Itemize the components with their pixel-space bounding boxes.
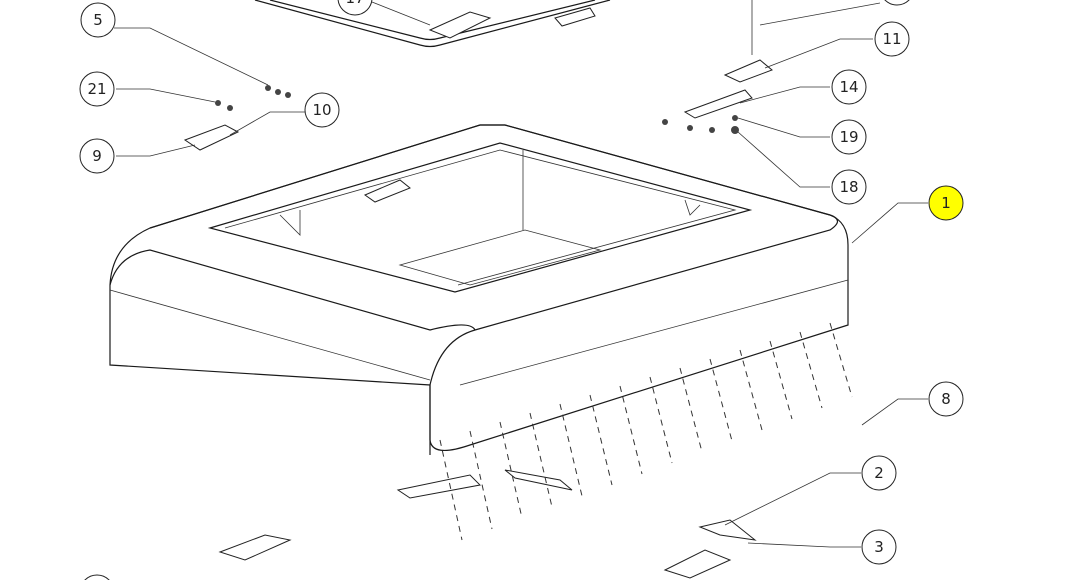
svg-text:17: 17 <box>345 0 364 7</box>
balloon-17: 17 <box>337 0 373 16</box>
fastener-line <box>769 340 793 420</box>
fastener-line <box>589 394 613 486</box>
balloon-9: 9 <box>79 138 115 174</box>
balloon-19: 19 <box>831 119 867 155</box>
fastener-line <box>559 403 583 497</box>
svg-text:5: 5 <box>93 11 103 29</box>
balloon-2: 2 <box>861 455 897 491</box>
balloon-21: 21 <box>79 71 115 107</box>
balloon-11: 11 <box>874 21 910 57</box>
balloon-1-highlighted: 1 <box>928 185 964 221</box>
balloon-3: 3 <box>861 529 897 565</box>
leader-lines <box>114 1 928 548</box>
balloon-partial-bottom-left <box>84 574 110 580</box>
fastener-line <box>739 349 763 431</box>
balloon-10: 10 <box>304 92 340 128</box>
fastener-line <box>829 322 853 398</box>
svg-text:19: 19 <box>839 128 858 146</box>
fastener-lines <box>439 322 853 541</box>
fastener-line <box>469 430 493 530</box>
fastener-line <box>529 412 553 508</box>
balloon-5: 5 <box>80 2 116 38</box>
svg-text:10: 10 <box>312 101 331 119</box>
svg-text:3: 3 <box>874 538 884 556</box>
svg-text:8: 8 <box>941 390 951 408</box>
lid-fragment <box>254 0 611 48</box>
balloon-partial-top-right <box>884 0 910 6</box>
balloon-14: 14 <box>831 69 867 105</box>
svg-text:18: 18 <box>839 178 858 196</box>
fastener-line <box>709 358 733 442</box>
fastener-line <box>499 421 523 519</box>
svg-text:9: 9 <box>92 147 102 165</box>
fastener-line <box>799 331 823 409</box>
bracket-part <box>396 474 482 499</box>
balloon-8: 8 <box>928 381 964 417</box>
hinge-part-11 <box>723 59 773 83</box>
hardware-parts <box>183 0 773 579</box>
svg-text:14: 14 <box>839 78 858 96</box>
fastener-line <box>649 376 673 464</box>
fastener-line <box>679 367 703 453</box>
balloon-18: 18 <box>831 169 867 205</box>
svg-text:11: 11 <box>882 30 901 48</box>
svg-text:21: 21 <box>87 80 106 98</box>
bracket-part-3 <box>698 519 757 541</box>
bracket-part-14 <box>683 89 753 119</box>
fastener-line <box>619 385 643 475</box>
hinge-part-9 <box>183 124 240 151</box>
svg-text:1: 1 <box>941 194 951 212</box>
tray-body <box>109 124 849 455</box>
svg-text:2: 2 <box>874 464 884 482</box>
